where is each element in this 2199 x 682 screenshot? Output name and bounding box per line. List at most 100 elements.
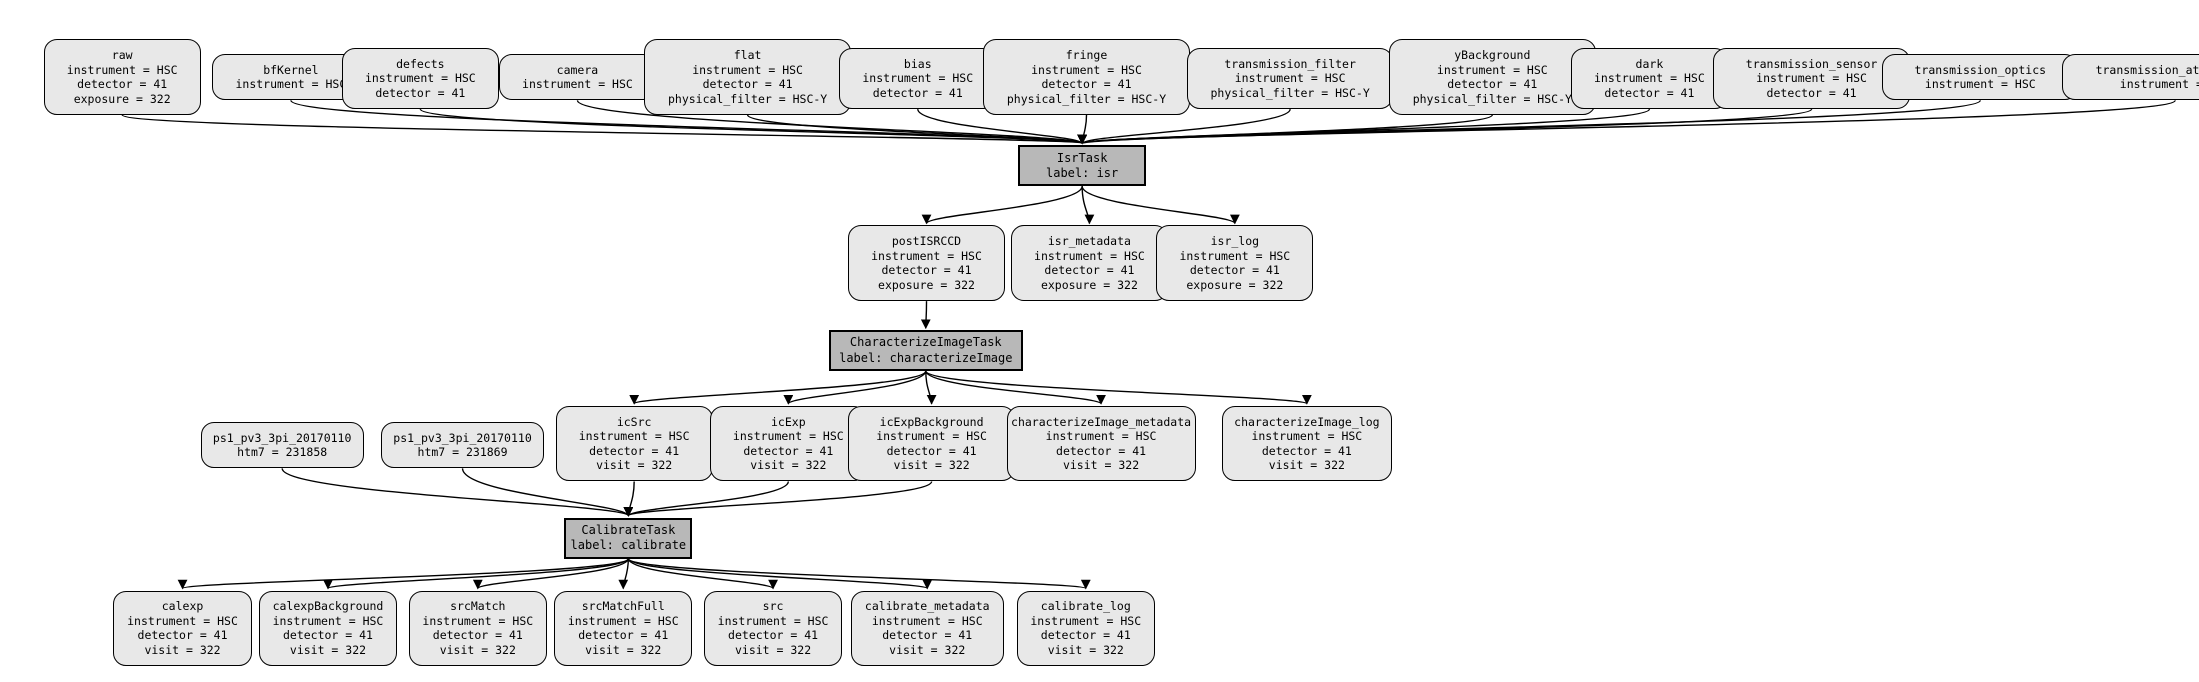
node-attr: visit = 322 [734,642,812,657]
node-attr: instrument = HSC [567,613,679,628]
node-attr: visit = 322 [750,458,827,473]
node-title: bias [903,56,932,71]
node-attr: instrument = HSC [235,77,347,92]
node-attr: instrument = HSC [717,613,829,628]
node-attr: detector = 41 [882,628,973,643]
node-title: characterizeImage_log [1234,414,1380,429]
node-title: srcMatchFull [581,599,665,614]
node-title: raw [111,48,133,63]
node-attr: physical_filter = HSC-Y [1006,91,1167,106]
node-attr: instrument = HSC [876,429,987,444]
edge-CharacterizeImageTask-to-icExpBackground [925,370,937,405]
node-attr: label: characterizeImage [839,350,1013,365]
node-attr: visit = 322 [1268,458,1345,473]
node-attr: instrument = HSC [1756,71,1867,86]
edge-CalibrateTask-to-calexpBackground [323,557,630,590]
node-attr: visit = 322 [1047,642,1124,657]
node-title: dark [1635,56,1664,71]
node-attr: instrument = HSC [1034,248,1145,263]
node-attr: htm7 = 231858 [237,445,328,460]
node-title: icExpBackground [879,414,984,429]
node-title: isr_log [1210,234,1260,249]
node-attr: visit = 322 [1062,458,1140,473]
node-attr: instrument = HSC [1031,62,1142,77]
node-attr: visit = 322 [596,458,673,473]
node-title: camera [556,62,599,77]
node-attr: detector = 41 [702,77,793,92]
edge-yBackground-to-IsrTask [1077,114,1494,145]
node-attr: exposure = 322 [73,91,171,106]
node-title: ps1_pv3_3pi_20170110 [393,430,532,445]
node-attr: detector = 41 [1041,77,1132,92]
node-title: transmission_atmosphere [2095,62,2199,77]
node-attr: instrument = HSC [692,62,803,77]
node-attr: instrument = HSC [1924,77,2036,92]
node-attr: instrument = HSC [871,248,982,263]
node-title: calexpBackground [272,599,384,614]
node-attr: instrument = HSC [1251,429,1363,444]
node-title: icSrc [616,414,652,429]
node-title: transmission_filter [1224,56,1356,71]
node-attr: instrument = HSC [2119,77,2199,92]
edge-CalibrateTask-to-srcMatch [473,558,630,590]
node-title: calibrate_metadata [864,599,990,614]
edge-CalibrateTask-to-srcMatchFull [618,558,630,590]
node-attr: detector = 41 [1056,443,1147,458]
node-title: postISRCCD [891,234,962,249]
node-attr: detector = 41 [137,628,228,643]
node-attr: detector = 41 [1189,263,1280,278]
edge-IsrTask-to-postISRCCD [921,185,1083,225]
node-attr: instrument = HSC [364,71,476,86]
edge-postISRCCD-to-CharacterizeImageTask [920,301,931,330]
node-attr: detector = 41 [881,263,972,278]
node-attr: physical_filter = HSC-Y [1210,85,1370,100]
node-title: src [762,599,784,614]
node-attr: detector = 41 [282,628,373,643]
edge-icExp-to-CalibrateTask [623,481,790,517]
node-title: transmission_optics [1914,62,2047,77]
node-attr: instrument = HSC [871,613,983,628]
node-attr: detector = 41 [1040,628,1131,643]
node-attr: instrument = HSC [862,71,974,86]
node-attr: instrument = HSC [272,613,384,628]
node-attr: exposure = 322 [1040,277,1138,292]
dataset-node-transmission_atmosphere[interactable]: transmission_atmosphereinstrument = HSC [2062,53,2199,101]
node-attr: instrument = HSC [1234,71,1346,86]
node-attr: detector = 41 [886,443,977,458]
node-attr: detector = 41 [432,628,523,643]
node-attr: instrument = HSC [1594,71,1705,86]
node-title: bfKernel [263,62,319,77]
